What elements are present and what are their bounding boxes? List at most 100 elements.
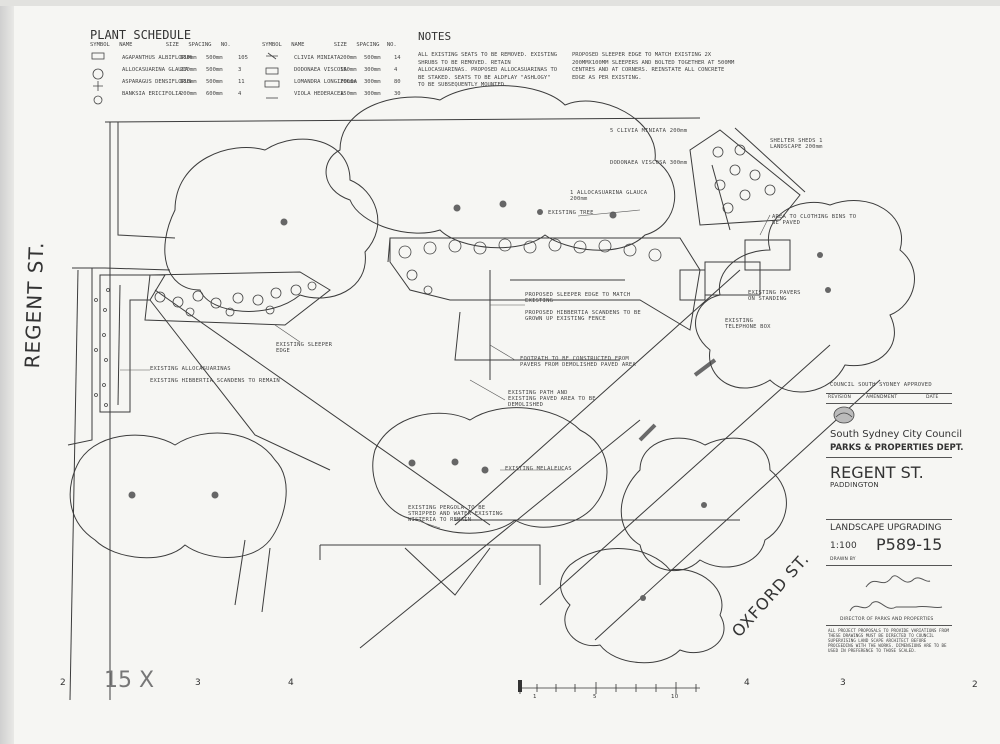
regent-st-label: REGENT ST. xyxy=(20,240,49,369)
label-council-approval: COUNCIL SOUTH SYDNEY APPROVED xyxy=(830,382,932,388)
canopy-east xyxy=(695,200,915,393)
signature-mark xyxy=(865,575,931,588)
schedule-cell: 105 xyxy=(238,55,248,61)
amendment-label: AMENDMENT xyxy=(866,395,898,400)
label-allocasuarina-glauca: 1 ALLOCASUARINA GLAUCA 200mm xyxy=(570,190,648,202)
schedule-cell: 150mm xyxy=(340,67,357,73)
date-label: DATE xyxy=(926,395,939,400)
director-signature-mark xyxy=(849,601,943,612)
schedule-col-size: SIZE xyxy=(333,42,347,48)
label-proposed-sleeper: PROPOSED SLEEPER EDGE TO MATCH EXISTING xyxy=(525,292,631,304)
plants-bed-triangle xyxy=(712,144,776,214)
symbol-lomandra-icon xyxy=(264,80,280,88)
schedule-row: ASPARAGUS DENSIFLORUS xyxy=(122,79,192,85)
boundary-line-inner xyxy=(117,122,176,239)
grid-ref: 4 xyxy=(744,678,750,688)
schedule-header-left: SYMBOL NAME SIZE SPACING NO. xyxy=(90,42,231,48)
schedule-cell: 500mm xyxy=(206,79,223,85)
scan-top-edge xyxy=(0,0,1000,6)
schedule-cell: 150mm xyxy=(340,91,357,97)
schedule-cell: 150mm xyxy=(180,55,197,61)
schedule-col-name: NAME xyxy=(119,42,133,48)
schedule-row: CLIVIA MINIATA xyxy=(294,55,341,61)
label-clothing-bins: AREA TO CLOTHING BINS TO BE PAVED xyxy=(772,214,857,226)
schedule-cell: 14 xyxy=(394,55,401,61)
schedule-cell: 4 xyxy=(394,67,398,73)
schedule-cell: 300mm xyxy=(364,67,381,73)
label-telephone-box: EXISTING TELEPHONE BOX xyxy=(725,318,771,330)
schedule-row: LOMANDRA LONGIFOLIA xyxy=(294,79,357,85)
ruler-label: 10 xyxy=(671,694,679,700)
boundary-line-top xyxy=(104,117,701,123)
notes-title: NOTES xyxy=(418,30,452,43)
schedule-cell: 4 xyxy=(238,91,242,97)
plants-bed-left xyxy=(154,281,317,317)
canopy-southeast xyxy=(620,437,787,572)
director-signoff: DIRECTOR OF PARKS AND PROPERTIES xyxy=(840,617,934,622)
planting-bed-centre xyxy=(389,237,701,331)
council-name: South Sydney City Council xyxy=(830,429,963,440)
schedule-cell: 500mm xyxy=(364,55,381,61)
schedule-row: ALLOCASUARINA GLAUCA xyxy=(122,67,189,73)
department-name: PARKS & PROPERTIES DEPT. xyxy=(830,443,964,453)
schedule-cell: 300mm xyxy=(364,91,381,97)
title-block: REVISION AMENDMENT DATE South Sydney Cit… xyxy=(826,393,964,663)
schedule-cell: 500mm xyxy=(206,67,223,73)
revision-label: REVISION xyxy=(828,395,852,400)
planting-bed-triangle xyxy=(689,129,801,226)
drawn-by-label: DRAWN BY xyxy=(830,557,856,562)
canopy-north xyxy=(325,85,676,251)
schedule-names-left: AGAPANTHUS ALBIFLORUM ALLOCASUARINA GLAU… xyxy=(122,52,192,100)
council-crest-icon xyxy=(833,406,855,424)
schedule-cell: 200mm xyxy=(340,55,357,61)
ruler-label: 5 xyxy=(593,694,597,700)
label-pergola: EXISTING PERGOLA TO BE STRIPPED AND WATE… xyxy=(408,505,503,523)
schedule-row: BANKSIA ERICIFOLIA xyxy=(122,91,182,97)
canopy-south-centre xyxy=(372,407,608,534)
scan-edge-shadow xyxy=(0,0,14,744)
drawing-number: P589-15 xyxy=(876,535,943,554)
project-name: REGENT ST. xyxy=(830,463,924,482)
canopy-oxford xyxy=(560,548,725,664)
job-title: LANDSCAPE UPGRADING xyxy=(830,523,942,533)
ruler-label: 1 xyxy=(533,694,537,700)
grid-ref: 4 xyxy=(288,678,294,688)
symbol-agapanthus-icon xyxy=(91,52,105,60)
symbol-allocasuarina-icon xyxy=(92,68,104,80)
schedule-size-right: 200mm 150mm 200mm 150mm xyxy=(340,52,357,100)
grid-ref: 2 xyxy=(972,680,978,690)
scale-ruler xyxy=(519,682,700,694)
schedule-col-symbol: SYMBOL xyxy=(262,42,282,48)
label-existing-tree: EXISTING TREE xyxy=(548,210,594,216)
symbol-asparagus-icon xyxy=(93,81,103,91)
planting-bed-left xyxy=(144,271,331,326)
schedule-cell: 3 xyxy=(238,67,242,73)
label-shelter: SHELTER SHEDS 1 LANDSCAPE 200mm xyxy=(770,138,823,150)
schedule-col-no: NO. xyxy=(386,42,397,48)
label-existing-hibbertia: EXISTING HIBBERTIA SCANDENS TO REMAIN xyxy=(150,378,280,384)
schedule-cell: 80 xyxy=(394,79,401,85)
canopy-southwest xyxy=(69,432,287,559)
label-existing-allocasuarinas: EXISTING ALLOCASUARINAS xyxy=(150,366,231,372)
schedule-header-right: SYMBOL NAME SIZE SPACING NO. xyxy=(262,42,397,48)
schedule-cell: 600mm xyxy=(206,91,223,97)
schedule-names-right: CLIVIA MINIATA DODONAEA VISCOSA LOMANDRA… xyxy=(294,52,357,100)
symbol-clivia-icon xyxy=(266,52,278,60)
schedule-cell: 200mm xyxy=(180,91,197,97)
label-clivia: 5 CLIVIA MINIATA 200mm xyxy=(610,128,688,134)
schedule-no-left: 105 3 11 4 xyxy=(238,52,248,100)
footpath-edge xyxy=(72,267,171,271)
grid-ref: 2 xyxy=(60,678,66,688)
schedule-symbols-right xyxy=(264,52,280,99)
schedule-col-size: SIZE xyxy=(165,42,179,48)
schedule-cell: 200mm xyxy=(340,79,357,85)
label-dodonaea: DODONAEA VISCOSA 300mm xyxy=(610,160,688,166)
label-existing-melaleucas: EXISTING MELALEUCAS xyxy=(505,466,572,472)
schedule-cell: 30 xyxy=(394,91,401,97)
schedule-symbols-left xyxy=(91,52,105,105)
label-existing-pavers: EXISTING PAVERS ON STANDING xyxy=(748,290,801,302)
schedule-spacing-right: 500mm 300mm 300mm 300mm xyxy=(364,52,381,100)
schedule-col-spacing: SPACING xyxy=(356,42,380,48)
